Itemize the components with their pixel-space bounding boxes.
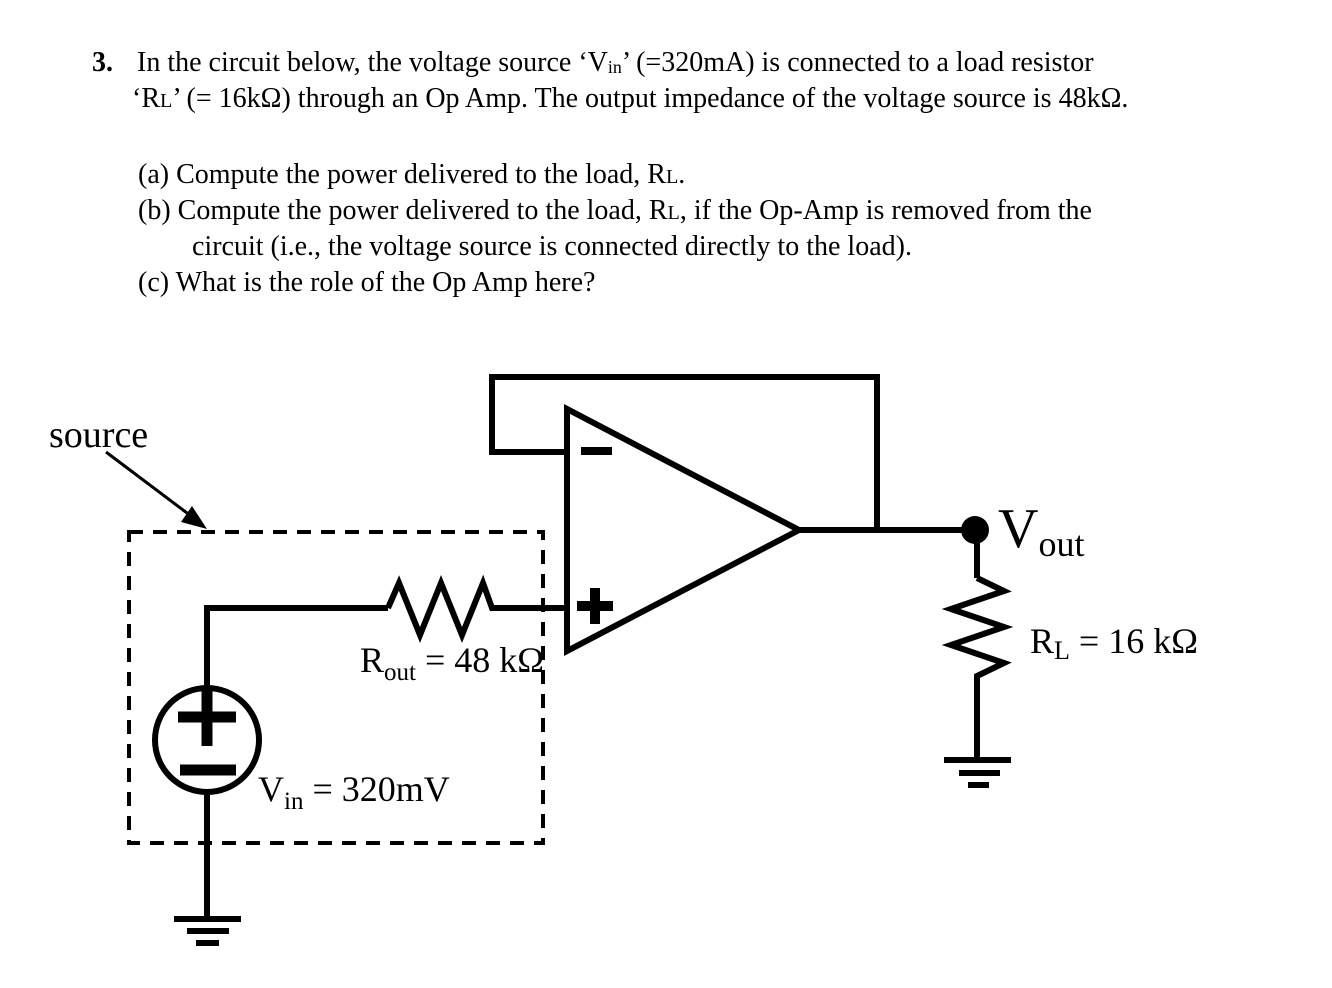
- rl-subscript: L: [160, 90, 173, 112]
- vout-label: Vout: [998, 498, 1084, 564]
- rl-resistor: [941, 575, 1014, 758]
- ground-symbol-right: [944, 757, 1011, 788]
- problem-line-1: 3. In the circuit below, the voltage sour…: [92, 47, 1094, 78]
- source-arrow-line: [105, 450, 192, 518]
- item-a: (a) Compute the power delivered to the l…: [138, 159, 686, 190]
- opamp-triangle: [564, 404, 806, 656]
- item-b-continued: circuit (i.e., the voltage source is con…: [192, 231, 912, 262]
- vout-node-dot: [961, 516, 989, 544]
- vin-label: Vin = 320mV: [258, 769, 450, 815]
- ground-symbol-left: [174, 916, 241, 946]
- rl-label: RL = 16 kΩ: [1030, 621, 1198, 665]
- source-label: source: [49, 414, 148, 456]
- problem-number: 3.: [92, 47, 113, 78]
- wire-source-to-rout: [204, 605, 388, 690]
- source-arrow-head: [181, 506, 207, 529]
- line1-text: In the circuit below, the voltage source…: [137, 47, 608, 78]
- problem-line-2: ‘RL’ (= 16kΩ) through an Op Amp. The out…: [132, 83, 1129, 114]
- feedback-wire: [489, 374, 880, 530]
- vin-subscript: in: [607, 57, 622, 78]
- item-b: (b) Compute the power delivered to the l…: [138, 195, 1092, 226]
- item-c: (c) What is the role of the Op Amp here?: [138, 267, 596, 298]
- rout-label: Rout = 48 kΩ: [360, 640, 544, 686]
- rout-resistor: [385, 574, 567, 644]
